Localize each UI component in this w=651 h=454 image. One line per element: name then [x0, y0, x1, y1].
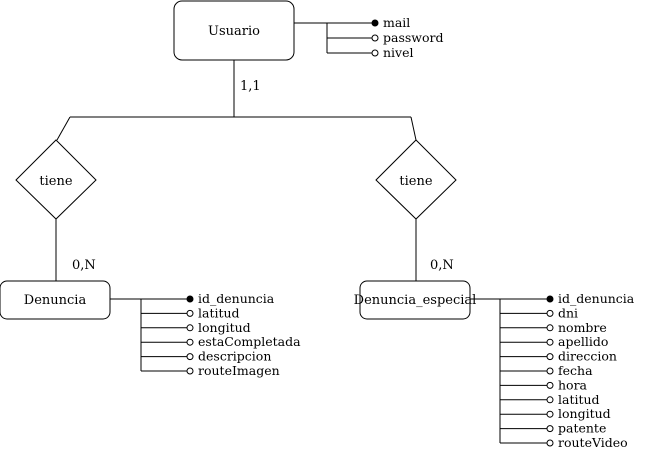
attributes-denuncia-especial: id_denunciadninombreapellidodireccionfec… [470, 291, 635, 450]
entity-usuario-label: Usuario [208, 24, 260, 39]
attribute-marker [371, 34, 379, 42]
attribute-label: latitud [558, 392, 600, 407]
entity-denuncia-especial-label: Denuncia_especial [354, 293, 477, 308]
attribute-label: dni [558, 305, 578, 320]
attribute-label: longitud [558, 406, 611, 421]
attribute-marker [546, 309, 554, 317]
relationship-left-label: tiene [39, 174, 72, 189]
attribute-label: routeImagen [198, 363, 280, 378]
cardinality-denuncia: 0,N [72, 258, 96, 273]
attributes-denuncia: id_denuncialatitudlongitudestaCompletada… [110, 291, 301, 378]
attribute-label: routeVideo [558, 435, 628, 450]
attribute-label: longitud [198, 320, 251, 335]
entity-denuncia-especial[interactable]: Denuncia_especial [354, 280, 477, 320]
attribute-label: fecha [558, 363, 593, 378]
attribute-marker [546, 381, 554, 389]
relationship-left[interactable]: tiene [15, 139, 97, 220]
attribute-marker [186, 367, 194, 375]
attribute-label: patente [558, 421, 606, 436]
attribute-marker [546, 367, 554, 375]
attribute-label: mail [383, 15, 410, 30]
attribute-label: direccion [558, 349, 617, 364]
entity-denuncia-label: Denuncia [24, 293, 87, 308]
attribute-label: nivel [383, 45, 414, 60]
attribute-label: nombre [558, 320, 607, 335]
attribute-label: id_denuncia [198, 291, 275, 306]
key-attribute-marker [186, 295, 194, 303]
attribute-label: id_denuncia [558, 291, 635, 306]
relationship-right[interactable]: tiene [375, 139, 457, 220]
key-attribute-marker [371, 19, 379, 27]
attribute-label: descripcion [198, 349, 271, 364]
attribute-label: latitud [198, 305, 240, 320]
cardinality-usuario: 1,1 [240, 79, 261, 94]
attribute-marker [546, 338, 554, 346]
attribute-label: estaCompletada [198, 334, 301, 349]
attribute-marker [546, 439, 554, 447]
key-attribute-marker [546, 295, 554, 303]
attribute-marker [546, 324, 554, 332]
attribute-label: password [383, 30, 444, 45]
attribute-marker [186, 324, 194, 332]
attribute-marker [186, 309, 194, 317]
relationship-right-label: tiene [399, 174, 432, 189]
entity-denuncia[interactable]: Denuncia [0, 280, 111, 320]
attribute-marker [546, 410, 554, 418]
entity-usuario[interactable]: Usuario [173, 0, 295, 61]
connector-lines [55, 60, 417, 281]
attribute-marker [546, 353, 554, 361]
attribute-label: apellido [558, 334, 608, 349]
attribute-marker [371, 49, 379, 57]
cardinality-denuncia-especial: 0,N [430, 258, 454, 273]
attribute-label: hora [558, 377, 588, 392]
attribute-marker [186, 338, 194, 346]
attribute-marker [546, 425, 554, 433]
attribute-marker [546, 396, 554, 404]
attribute-marker [186, 353, 194, 361]
